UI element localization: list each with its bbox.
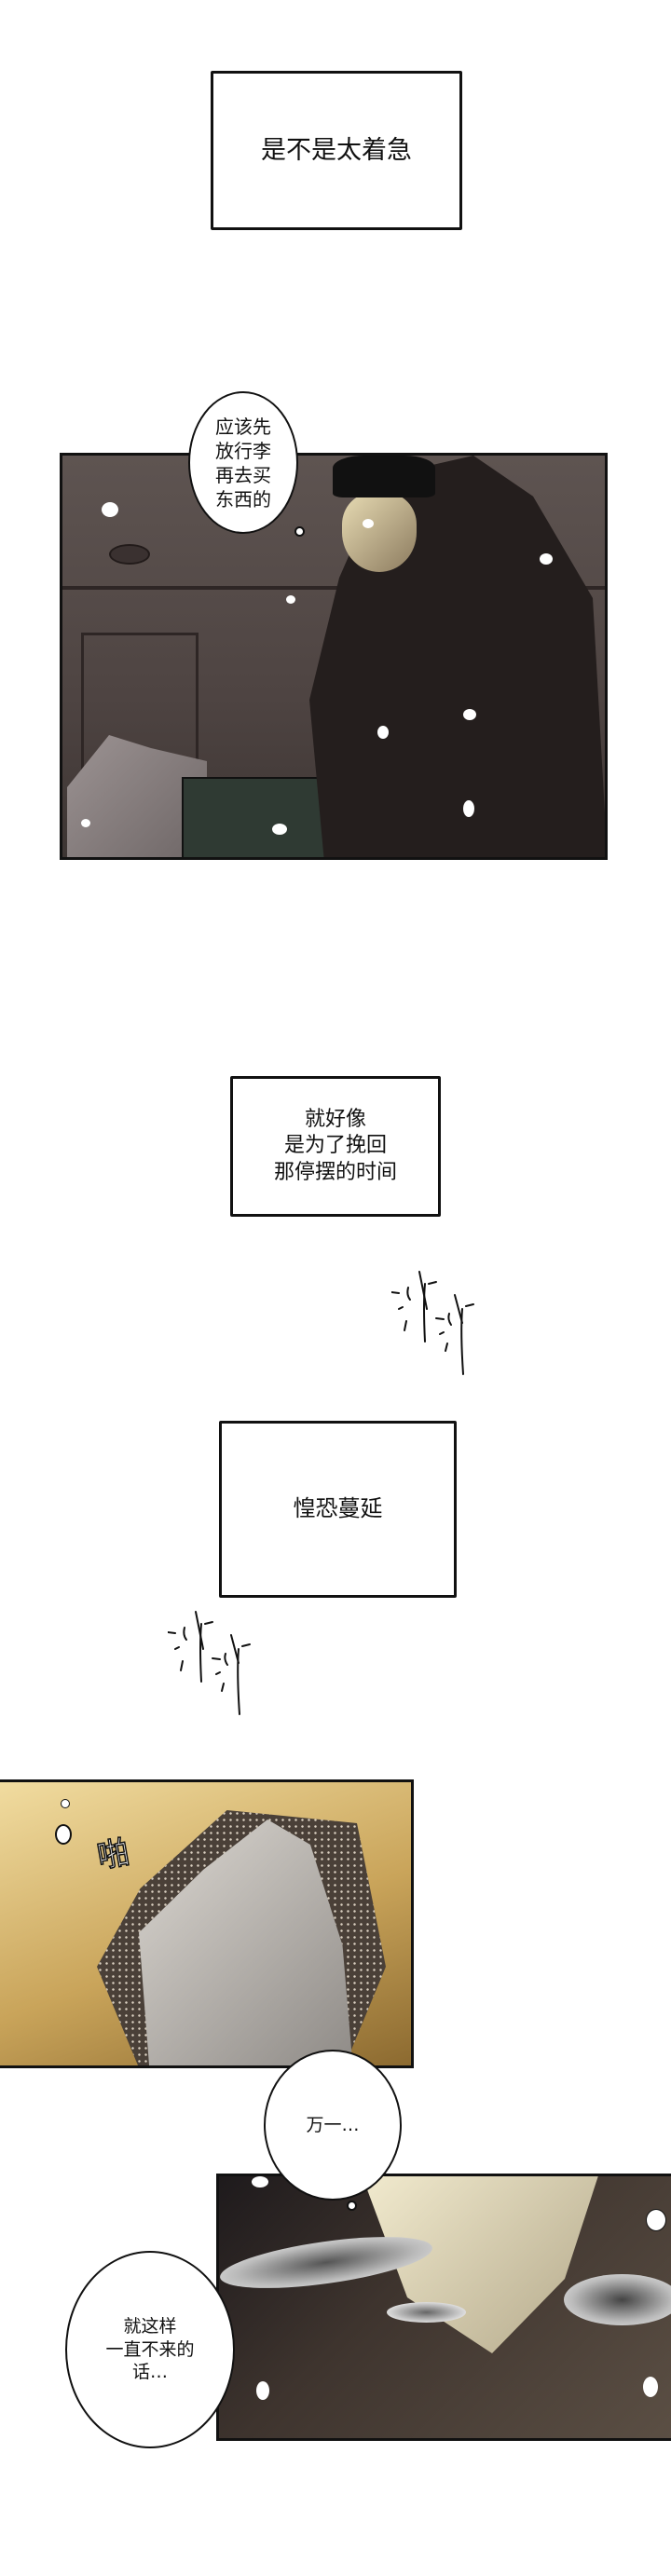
speech-text: 应该先 放行李 再去买 东西的 [215,415,271,511]
comic-panel-hallway [60,453,608,860]
caption-box: 就好像 是为了挽回 那停摆的时间 [230,1076,441,1217]
caption-text: 惶恐蔓延 [293,1495,383,1522]
sfx-text: 啪 [94,1833,133,1877]
bubble-tail-dot [347,2201,357,2211]
green-bag [182,777,339,857]
speech-text: 万一… [306,2114,360,2135]
character-face [342,493,417,572]
wall-molding [62,586,605,590]
table-edge [0,1779,139,1780]
speech-text: 就这样 一直不来的 话… [105,2315,195,2383]
blur-wisp [219,2227,436,2298]
blur-wisp [564,2274,671,2325]
comic-panel-hand: 啪 [0,1779,414,2068]
bubble-tail-dot [294,526,305,537]
comic-panel-closeup [216,2174,671,2441]
ceiling-light [109,544,150,565]
character-hair [333,456,435,497]
rustle-sfx-icon [391,1271,474,1375]
speech-bubble: 万一… [264,2050,402,2201]
speech-bubble: 应该先 放行李 再去买 东西的 [188,391,298,534]
caption-box: 惶恐蔓延 [219,1421,457,1598]
blur-wisp [387,2302,466,2323]
caption-box: 是不是太着急 [211,71,462,230]
rustle-sfx-icon [168,1611,251,1715]
caption-text: 是不是太着急 [261,135,412,165]
caption-text: 就好像 是为了挽回 那停摆的时间 [273,1107,397,1184]
speech-bubble: 就这样 一直不来的 话… [65,2251,235,2448]
